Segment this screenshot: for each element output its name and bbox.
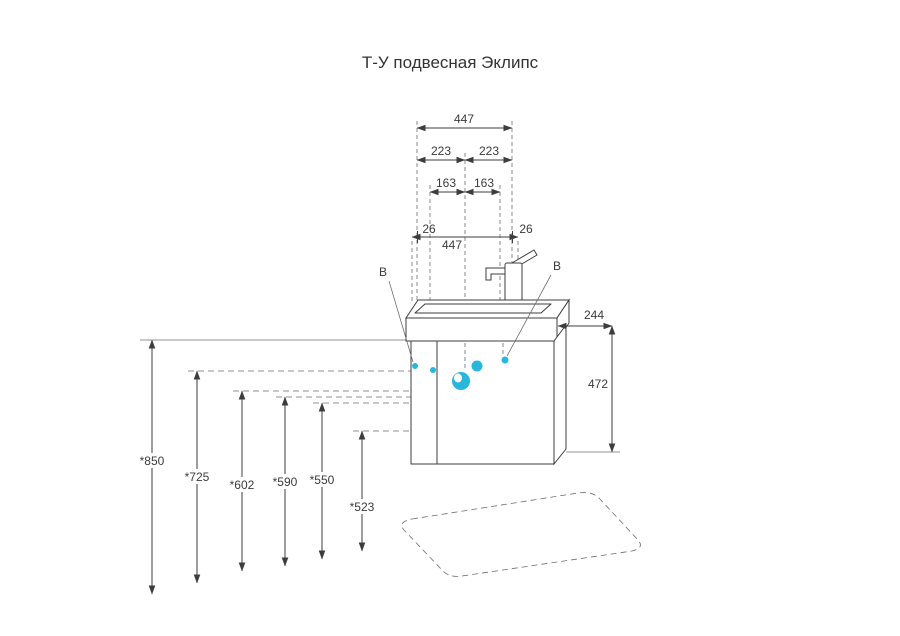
label-backing — [136, 453, 169, 468]
top-dimension-lines: 447 223 223 163 163 26 447 26 — [411, 112, 533, 302]
dim-cabinet-width: 447 — [442, 238, 462, 252]
section-label-left: B — [379, 265, 387, 279]
cabinet-front — [410, 340, 555, 465]
callout-dot-highlight — [454, 373, 462, 383]
faucet-spout — [485, 267, 506, 281]
washbasin-cabinet — [405, 298, 570, 466]
section-callouts: B B — [379, 259, 561, 363]
callout-dot — [452, 372, 470, 390]
label-backing — [181, 469, 214, 484]
faucet-icon — [485, 249, 538, 304]
side-dimension-lines: 244 472 — [557, 308, 620, 453]
dim-height: 472 — [588, 377, 608, 391]
mounting-dot-left — [412, 363, 418, 369]
sink-front — [405, 317, 558, 342]
height-dimension-lines: *850 *725 *602 *590 *550 *523 — [136, 339, 379, 595]
dim-half-left: 223 — [431, 144, 451, 158]
dim-offset-left: 163 — [436, 176, 456, 190]
dim-height-523: *523 — [350, 500, 375, 514]
section-leader-right — [506, 274, 552, 357]
label-backing — [346, 499, 379, 514]
dim-height-725: *725 — [185, 470, 210, 484]
page-title: Т-У подвесная Эклипс — [362, 53, 539, 72]
floor-projection — [401, 492, 641, 577]
dim-height-590: *590 — [273, 475, 298, 489]
dim-overhang-left: 26 — [422, 222, 436, 236]
dim-depth: 244 — [584, 308, 604, 322]
label-backing — [226, 477, 259, 492]
dim-total-width: 447 — [454, 112, 474, 126]
section-label-right: B — [553, 259, 561, 273]
dim-height-602: *602 — [230, 478, 255, 492]
label-backing — [269, 474, 302, 489]
sink-rim-top — [405, 299, 570, 319]
dim-height-550: *550 — [310, 473, 335, 487]
dim-overhang-right: 26 — [519, 222, 533, 236]
mounting-dot-right — [501, 356, 509, 364]
dim-height-850: *850 — [140, 454, 165, 468]
section-leader-left — [388, 280, 414, 363]
dim-offset-right: 163 — [474, 176, 494, 190]
mounting-points — [412, 356, 509, 390]
cabinet-side — [553, 323, 567, 466]
label-backing — [306, 472, 339, 487]
marker-dot-mid — [471, 360, 483, 372]
sink-basin — [414, 303, 552, 314]
hinge-dot — [430, 367, 436, 373]
faucet-body — [504, 262, 523, 304]
dim-half-right: 223 — [479, 144, 499, 158]
